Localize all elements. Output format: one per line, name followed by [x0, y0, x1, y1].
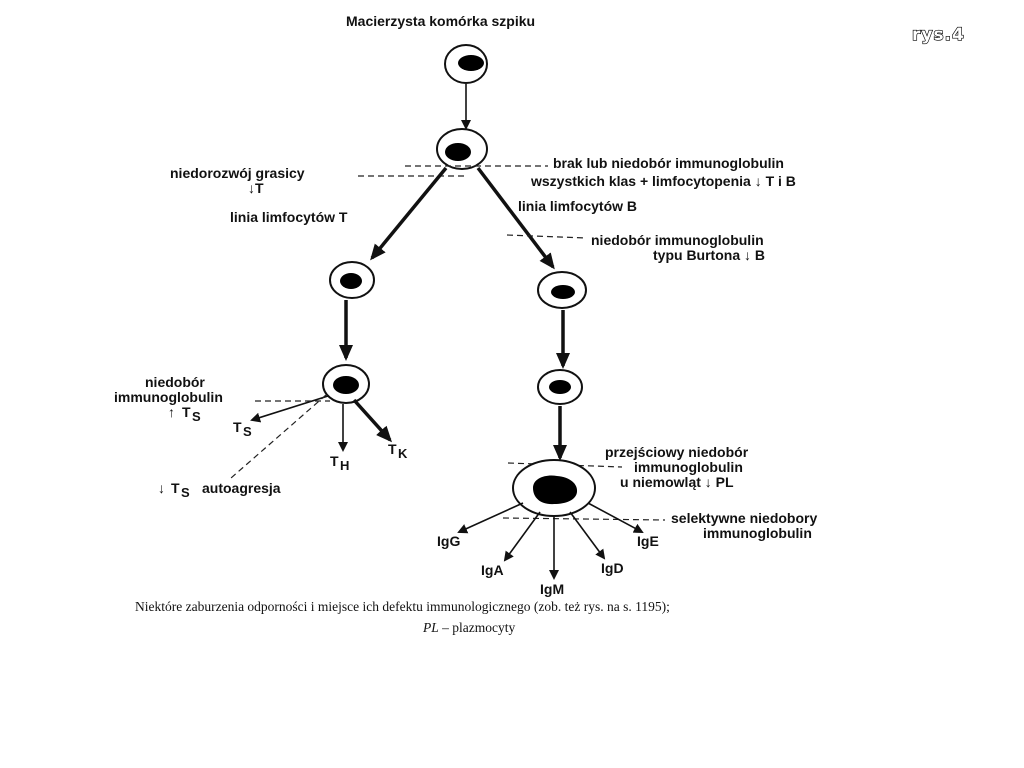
tk-label: T	[388, 441, 397, 457]
lymphocytopenia-label: wszystkich klas + limfocytopenia ↓ T i B	[530, 173, 796, 189]
tk-label-subscript: K	[398, 446, 408, 461]
plasma-cell	[512, 459, 596, 517]
thymus-hypoplasia-label: niedorozwój grasicy	[170, 165, 305, 181]
autoaggression-arrow: ↓	[158, 480, 165, 496]
ts-deficit-label-line1: niedobór	[145, 374, 205, 390]
selective-deficiency-line	[502, 517, 666, 521]
figure-caption-abbrev: PL	[422, 620, 439, 635]
ts-increase-subscript: S	[192, 409, 201, 424]
igm-label: IgM	[540, 581, 564, 597]
figure-caption-abbrev-meaning: – plazmocyty	[439, 620, 516, 635]
lymphoid-progenitor-cell	[436, 128, 488, 170]
b-lineage-arrow	[476, 166, 555, 270]
all-classes-deficiency-label: brak lub niedobór immunoglobulin	[553, 155, 784, 171]
iga-label: IgA	[481, 562, 504, 578]
igd-arrow	[569, 511, 606, 560]
figure-caption-line1: Niektóre zaburzenia odporności i miejsce…	[135, 599, 670, 614]
transient-deficiency-label-line1: przejściowy niedobór	[605, 444, 749, 460]
ige-label: IgE	[637, 533, 659, 549]
transient-deficiency-label-line2: immunoglobulin	[634, 459, 743, 475]
tk-arrow	[352, 398, 393, 443]
ts-deficit-label-line2: immunoglobulin	[114, 389, 223, 405]
ige-arrow	[587, 502, 644, 533]
igg-label: IgG	[437, 533, 460, 549]
iga-arrow	[503, 511, 541, 562]
transient-deficiency-label-line3: u niemowląt ↓ PL	[620, 474, 734, 490]
autoaggression-label: autoagresja	[202, 480, 281, 496]
th-label: T	[330, 453, 339, 469]
t-lineage-label: linia limfocytów T	[230, 209, 348, 225]
selective-deficiency-label-line1: selektywne niedobory	[671, 510, 817, 526]
ts-increase-arrow: ↑	[168, 404, 175, 420]
t-precursor-cell	[329, 261, 375, 299]
ts-increase-symbol: T	[182, 404, 191, 420]
burton-deficiency-label: niedobór immunoglobulin	[591, 232, 764, 248]
thymus-t-decrease-label: ↓T	[248, 180, 264, 196]
mature-b-cell	[537, 369, 583, 405]
mature-t-cell	[322, 364, 370, 404]
burton-type-label: typu Burtona ↓ B	[653, 247, 765, 263]
figure-number-label: rys.4	[912, 25, 965, 45]
figure-caption-line2: PL – plazmocyty	[422, 620, 515, 635]
autoaggression-ts-symbol: T	[171, 480, 180, 496]
igd-label: IgD	[601, 560, 624, 576]
b-lineage-label: linia limfocytów B	[518, 198, 637, 214]
ts-label-subscript: S	[243, 424, 252, 439]
burton-defect-line	[506, 234, 587, 239]
b-precursor-cell	[537, 271, 587, 309]
autoaggression-line	[230, 394, 327, 479]
igg-arrow	[457, 502, 524, 534]
ts-arrow	[250, 395, 329, 423]
ts-label: T	[233, 419, 242, 435]
autoaggression-ts-subscript: S	[181, 485, 190, 500]
stem-cell-title: Macierzysta komórka szpiku	[346, 13, 535, 29]
th-label-subscript: H	[340, 458, 349, 473]
transient-deficiency-line	[507, 462, 623, 468]
selective-deficiency-label-line2: immunoglobulin	[703, 525, 812, 541]
stem-cell	[444, 44, 488, 84]
t-lineage-arrow	[370, 166, 448, 261]
